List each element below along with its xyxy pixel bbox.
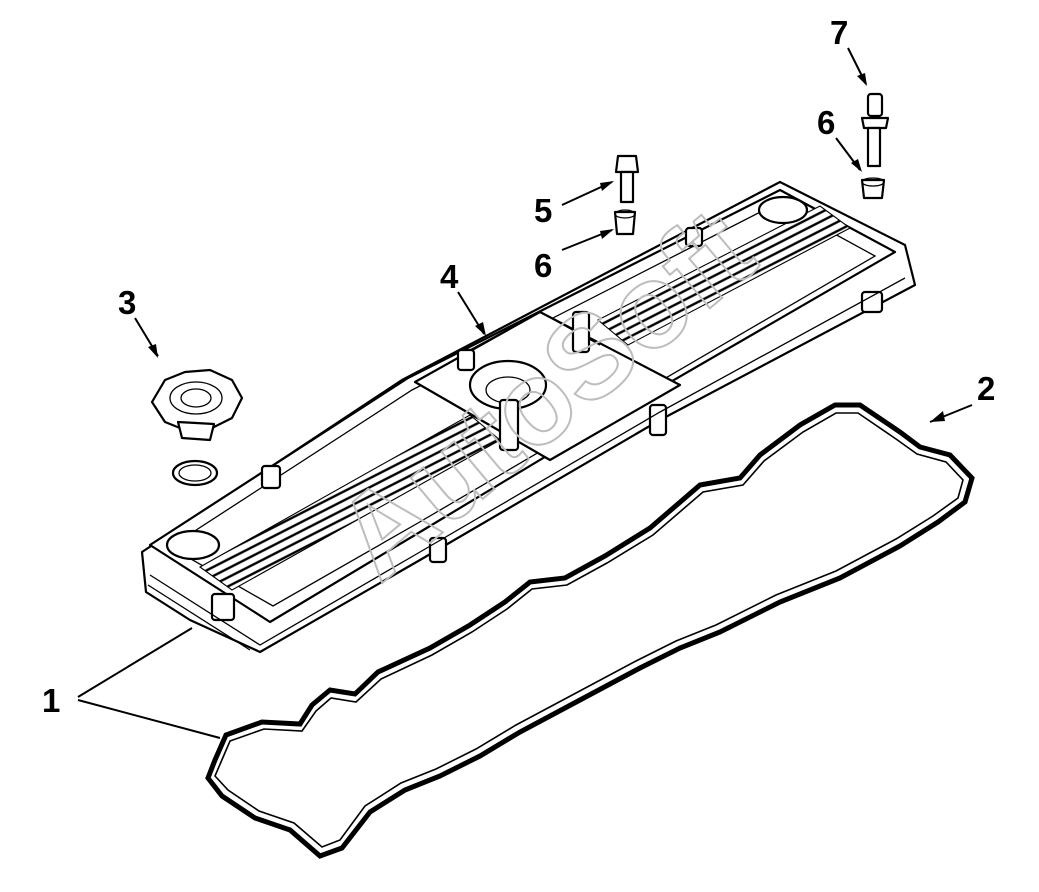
cap-o-ring (171, 459, 219, 487)
callout-3: 3 (118, 284, 136, 321)
cover-bolt (614, 154, 640, 204)
oil-filler-cap (150, 368, 244, 442)
valve-cover-gasket (205, 402, 975, 859)
isolator-washer (613, 209, 637, 236)
callout-6-upper: 6 (817, 104, 835, 141)
callout-2: 2 (977, 370, 995, 407)
callout-5: 5 (534, 192, 552, 229)
callout-4: 4 (440, 258, 459, 295)
cover-stud (860, 92, 890, 168)
valve-cover (140, 180, 917, 654)
callout-6-lower: 6 (534, 247, 552, 284)
callout-1: 1 (42, 682, 60, 719)
stud-washer (860, 177, 886, 200)
leader-lines (77, 47, 973, 739)
callout-7: 7 (830, 14, 848, 51)
